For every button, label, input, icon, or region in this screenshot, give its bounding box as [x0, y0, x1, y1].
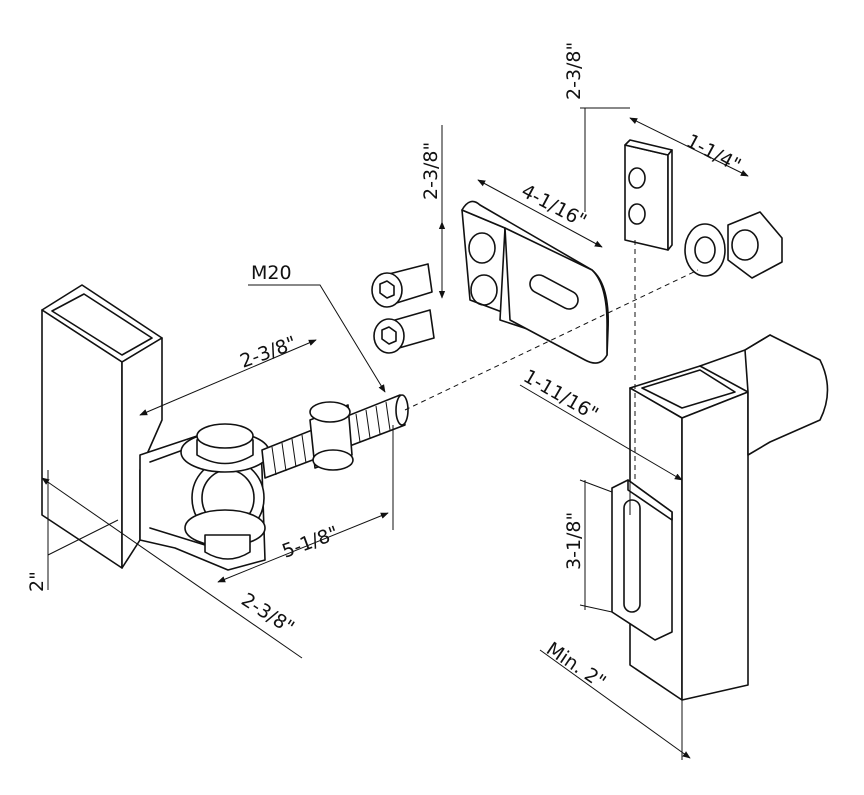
- label-post-depth: 2-3/8": [237, 589, 298, 639]
- assembly-center-lines: [404, 240, 699, 480]
- socket-screw-top: [371, 263, 433, 308]
- threaded-hinge-bolt: [261, 394, 409, 479]
- label-plate-width: 1-1/4": [683, 130, 745, 177]
- label-min-post: Min. 2": [542, 638, 610, 693]
- dimension-lines: [41, 107, 749, 760]
- hinge-eye-body: [139, 423, 270, 571]
- clamp-plate: [624, 139, 673, 251]
- slotted-side-bracket: [611, 479, 673, 641]
- label-offset: 1-11/16": [520, 365, 602, 425]
- socket-screw-bottom: [373, 309, 435, 354]
- label-thread-size: M20: [251, 262, 292, 284]
- washer: [684, 223, 726, 277]
- mounting-bracket: [461, 200, 609, 364]
- hex-nut: [727, 211, 783, 279]
- label-bolt-length: 5-1/8": [279, 522, 341, 563]
- label-post-size: 2": [26, 571, 48, 592]
- label-bracket-length: 4-1/16": [518, 180, 590, 232]
- label-plate-height: 2-3/8": [563, 42, 585, 100]
- label-hinge-throat: 2-3/8": [237, 332, 299, 373]
- label-slot-height: 3-1/8": [563, 512, 585, 570]
- label-bracket-height: 2-3/8": [420, 142, 442, 200]
